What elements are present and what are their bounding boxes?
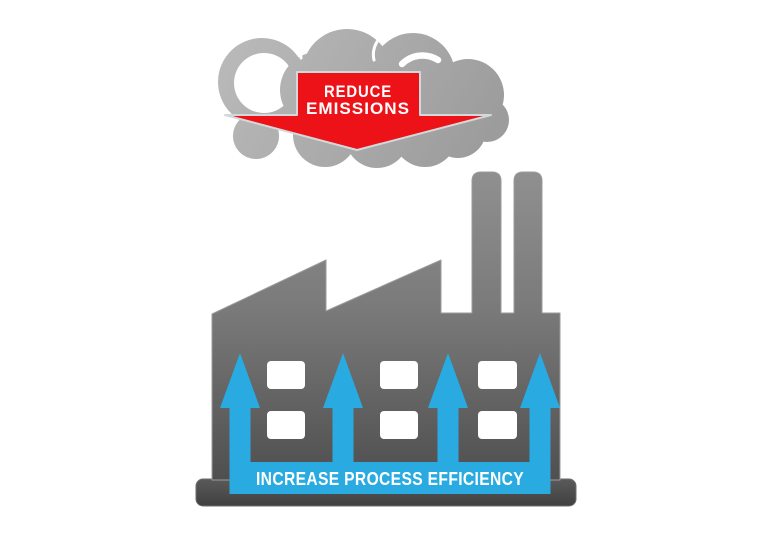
- window-col1-row1: [267, 361, 305, 389]
- window-col2-row2: [380, 411, 418, 439]
- cloud-bottom-bump-5: [430, 102, 486, 158]
- factory-silhouette-with-chimneys: [211, 171, 561, 481]
- window-col2-row1: [380, 361, 418, 389]
- efficiency-banner-label: INCREASE PROCESS EFFICIENCY: [256, 469, 524, 489]
- window-col3-row2: [478, 411, 517, 439]
- factory: INCREASE PROCESS EFFICIENCY: [195, 171, 577, 507]
- window-col1-row2: [267, 411, 305, 439]
- factory-windows: [267, 361, 517, 439]
- cloud-left-highlight-hole: [234, 53, 294, 113]
- window-col3-row1: [478, 361, 517, 389]
- down-arrow-shape: [224, 71, 492, 151]
- reduce-label-line2: EMISSIONS: [306, 99, 410, 118]
- cloud-highlight-arc-right: [398, 52, 442, 68]
- process-efficiency-arrows: [220, 353, 560, 494]
- cloud-highlight-notch-2: [371, 35, 383, 62]
- reduce-label-line1: REDUCE: [324, 82, 392, 101]
- cloud-highlight-notch-1: [299, 33, 312, 60]
- reduce-emissions-arrow: REDUCE EMISSIONS: [224, 71, 492, 151]
